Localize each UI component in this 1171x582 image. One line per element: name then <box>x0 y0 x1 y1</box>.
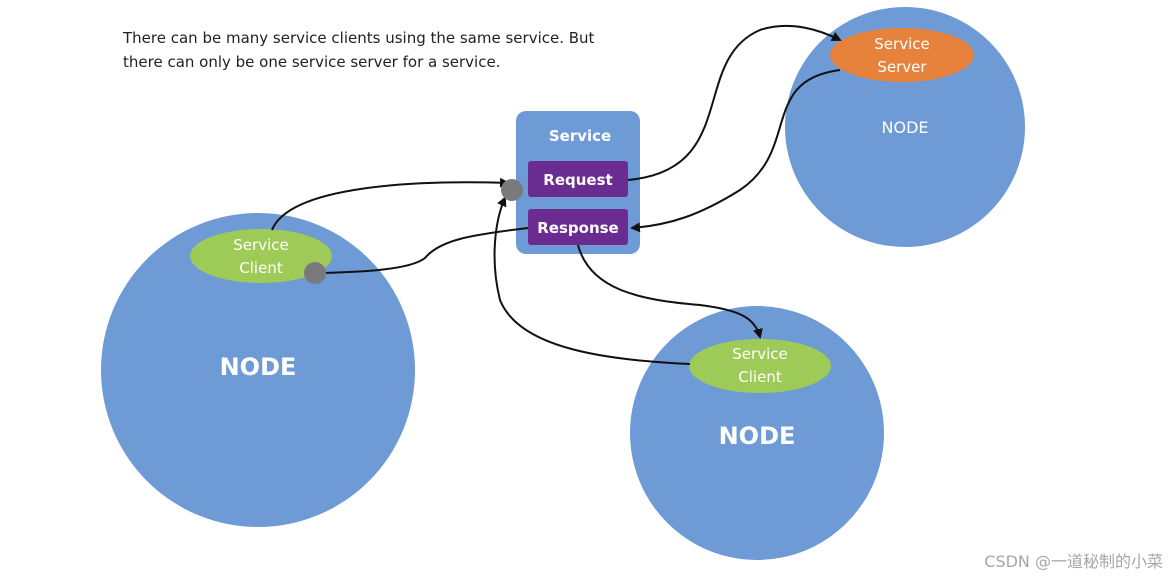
service-server-ellipse <box>830 28 974 82</box>
response-label: Response <box>537 219 618 237</box>
node-left: NODE Service Client <box>101 213 415 527</box>
service-client-left-ellipse <box>190 229 332 283</box>
service-client-bottom-line1: Service <box>732 345 787 363</box>
node-top-right-label: NODE <box>882 118 929 137</box>
arrow-server-to-response <box>630 69 841 233</box>
arrow-response-to-left-client <box>321 227 529 274</box>
service-client-left: Service Client <box>190 229 332 283</box>
request-slot-rect <box>528 161 628 197</box>
arrows <box>271 24 842 365</box>
service-server: Service Server <box>830 28 974 82</box>
response-slot: Response <box>528 209 628 245</box>
arrow-bottom-client-to-request <box>493 196 691 365</box>
caption: There can be many service clients using … <box>123 26 643 74</box>
arrow-left-client-to-request <box>271 177 510 231</box>
request-slot: Request <box>528 161 628 197</box>
service-client-bottom-ellipse <box>689 339 831 393</box>
node-left-circle <box>101 213 415 527</box>
connector-dot-request <box>501 179 523 201</box>
service-client-bottom-line2: Client <box>738 368 782 386</box>
caption-line-1: There can be many service clients using … <box>123 29 595 47</box>
arrow-response-to-bottom-client <box>577 244 763 339</box>
service-client-bottom: Service Client <box>689 339 831 393</box>
caption-line-2: there can only be one service server for… <box>123 53 501 71</box>
service-client-left-line1: Service <box>233 236 288 254</box>
service-client-left-line2: Client <box>239 259 283 277</box>
service-server-line2: Server <box>877 58 927 76</box>
service-server-line1: Service <box>874 35 929 53</box>
service-box-title: Service <box>549 127 611 145</box>
node-top-right: NODE Service Server <box>785 7 1025 247</box>
request-label: Request <box>543 171 612 189</box>
node-bottom-right-label: NODE <box>719 422 796 450</box>
response-slot-rect <box>528 209 628 245</box>
connector-dot-left-client <box>304 262 326 284</box>
node-left-label: NODE <box>220 353 297 381</box>
arrow-request-to-server <box>627 24 842 181</box>
service-box: Service Request Response <box>516 111 640 254</box>
watermark: CSDN @一道秘制的小菜 <box>984 552 1163 571</box>
node-bottom-right: NODE Service Client <box>630 306 884 560</box>
